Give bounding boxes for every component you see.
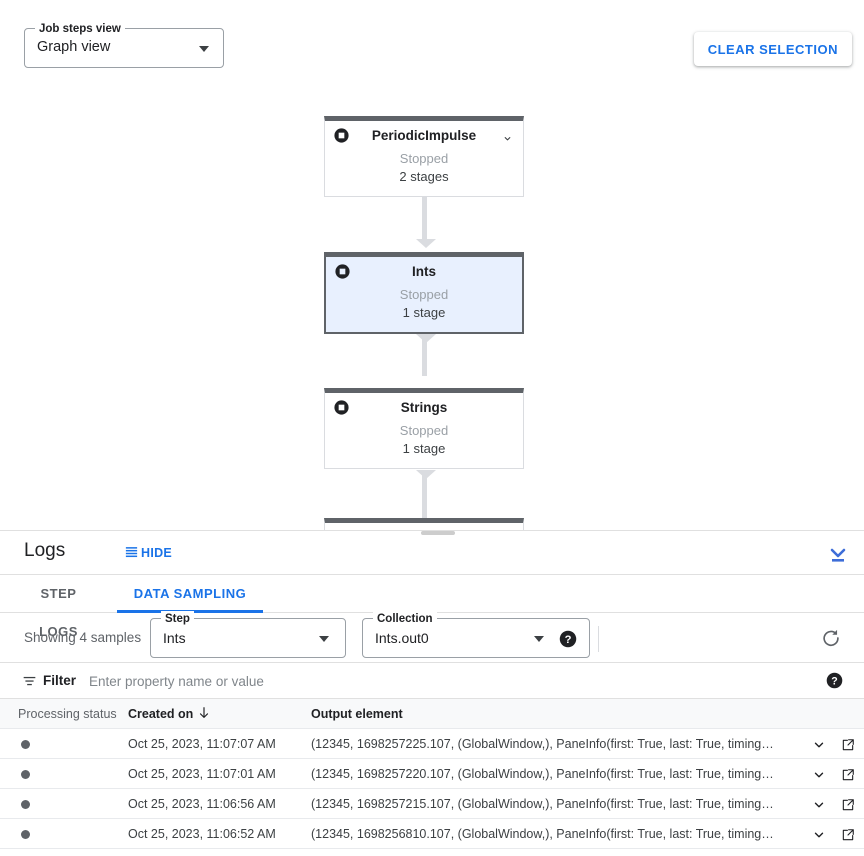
graph-node-stages: 1 stage bbox=[402, 441, 446, 456]
cell-created-on: Oct 25, 2023, 11:07:07 AM bbox=[128, 737, 276, 751]
status-dot bbox=[21, 800, 30, 809]
job-steps-view-value: Graph view bbox=[37, 39, 111, 55]
status-dot bbox=[21, 770, 30, 779]
panel-divider bbox=[0, 530, 864, 531]
panel-resize-handle[interactable] bbox=[421, 531, 455, 535]
open-in-new-icon[interactable] bbox=[841, 798, 855, 812]
graph-edge bbox=[421, 197, 427, 241]
job-steps-view-label: Job steps view bbox=[35, 21, 125, 37]
chevron-down-icon bbox=[534, 636, 544, 642]
graph-node-stages: 1 stage bbox=[402, 305, 446, 320]
logs-tabs: STEP LOGS DATA SAMPLING bbox=[0, 575, 864, 639]
table-row[interactable]: Oct 25, 2023, 11:06:52 AM (12345, 169825… bbox=[0, 819, 864, 849]
chevron-down-icon[interactable] bbox=[812, 768, 826, 782]
collection-select-value: Ints.out0 bbox=[375, 630, 429, 646]
step-select-label: Step bbox=[161, 611, 194, 627]
collapse-panel-button[interactable] bbox=[826, 542, 850, 566]
table-header-row: Processing status Created on Output elem… bbox=[0, 699, 864, 729]
graph-edge-arrow-icon bbox=[416, 334, 436, 343]
vertical-align-bottom-icon bbox=[826, 548, 850, 570]
job-steps-view-select[interactable]: Job steps view Graph view bbox=[24, 21, 224, 68]
help-icon[interactable]: ? bbox=[826, 672, 843, 689]
cell-output-element: (12345, 1698257225.107, (GlobalWindow,),… bbox=[311, 737, 774, 751]
graph-node-status: Stopped bbox=[399, 423, 449, 438]
graph-node-header: Strings bbox=[325, 393, 523, 423]
hide-logs-label: HIDE bbox=[141, 546, 173, 560]
column-header-output-element[interactable]: Output element bbox=[311, 707, 403, 721]
collection-select-label: Collection bbox=[373, 611, 437, 627]
stop-icon bbox=[333, 127, 350, 144]
samples-table: Processing status Created on Output elem… bbox=[0, 699, 864, 849]
step-select[interactable]: Step Ints bbox=[150, 611, 346, 658]
graph-node-stages: 2 stages bbox=[399, 169, 449, 184]
filter-input[interactable] bbox=[87, 671, 787, 691]
graph-edge bbox=[421, 334, 427, 376]
status-dot bbox=[21, 830, 30, 839]
filter-label: Filter bbox=[43, 673, 77, 688]
open-in-new-icon[interactable] bbox=[841, 738, 855, 752]
chevron-down-icon[interactable] bbox=[502, 131, 513, 142]
column-header-created-on[interactable]: Created on bbox=[128, 707, 194, 721]
table-row[interactable]: Oct 25, 2023, 11:06:56 AM (12345, 169825… bbox=[0, 789, 864, 819]
refresh-icon bbox=[820, 629, 842, 653]
table-row[interactable]: Oct 25, 2023, 11:07:01 AM (12345, 169825… bbox=[0, 759, 864, 789]
sampling-controls: Showing 4 samples Step Ints Collection I… bbox=[0, 611, 864, 663]
graph-node-header: Ints bbox=[326, 257, 522, 287]
graph-edge bbox=[421, 470, 427, 518]
column-header-processing-status[interactable]: Processing status bbox=[18, 707, 117, 721]
hide-logs-button[interactable]: HIDE bbox=[124, 544, 172, 562]
logs-panel: Logs HIDE STEP LOGS DATA SAMP bbox=[0, 531, 864, 856]
graph-node-title: PeriodicImpulse bbox=[371, 128, 477, 143]
cell-output-element: (12345, 1698256810.107, (GlobalWindow,),… bbox=[311, 827, 774, 841]
graph-node-title: Strings bbox=[400, 400, 448, 415]
menu-lines-icon bbox=[124, 544, 139, 562]
cell-output-element: (12345, 1698257215.107, (GlobalWindow,),… bbox=[311, 797, 774, 811]
tab-data-sampling[interactable]: DATA SAMPLING bbox=[117, 575, 263, 613]
chevron-down-icon[interactable] bbox=[812, 738, 826, 752]
controls-divider bbox=[598, 626, 599, 652]
logs-header: Logs HIDE bbox=[0, 531, 864, 575]
cell-created-on: Oct 25, 2023, 11:06:52 AM bbox=[128, 827, 276, 841]
open-in-new-icon[interactable] bbox=[841, 828, 855, 842]
table-row[interactable]: Oct 25, 2023, 11:07:07 AM (12345, 169825… bbox=[0, 729, 864, 759]
collection-select[interactable]: Collection Ints.out0 ? bbox=[362, 611, 590, 658]
clear-selection-button[interactable]: CLEAR SELECTION bbox=[693, 32, 852, 66]
graph-node-strings[interactable]: Strings Stopped 1 stage bbox=[324, 388, 524, 469]
svg-text:?: ? bbox=[831, 675, 837, 687]
stop-icon bbox=[334, 263, 351, 280]
step-select-value: Ints bbox=[163, 630, 186, 646]
graph-node-ints[interactable]: Ints Stopped 1 stage bbox=[324, 252, 524, 334]
graph-node-status: Stopped bbox=[399, 287, 449, 302]
showing-samples-label: Showing 4 samples bbox=[24, 630, 142, 645]
filter-icon bbox=[22, 674, 37, 688]
graph-node-header: PeriodicImpulse bbox=[325, 121, 523, 151]
job-graph-pane: Job steps view Graph view CLEAR SELECTIO… bbox=[24, 21, 852, 531]
cell-created-on: Oct 25, 2023, 11:06:56 AM bbox=[128, 797, 276, 811]
graph-edge-arrow-icon bbox=[416, 470, 436, 479]
refresh-button[interactable] bbox=[820, 627, 842, 649]
graph-node-title: Ints bbox=[411, 264, 436, 279]
sort-descending-arrow-icon bbox=[197, 705, 211, 721]
chevron-down-icon bbox=[199, 46, 209, 52]
logs-title: Logs bbox=[24, 540, 66, 561]
filter-row: Filter ? bbox=[0, 663, 864, 699]
graph-node-periodicimpulse[interactable]: PeriodicImpulse Stopped 2 stages bbox=[324, 116, 524, 197]
cell-output-element: (12345, 1698257220.107, (GlobalWindow,),… bbox=[311, 767, 774, 781]
chevron-down-icon[interactable] bbox=[812, 798, 826, 812]
graph-node-status: Stopped bbox=[399, 151, 449, 166]
graph-edge-arrow-icon bbox=[416, 239, 436, 248]
tab-step-logs[interactable]: STEP LOGS bbox=[39, 586, 78, 639]
chevron-down-icon[interactable] bbox=[812, 828, 826, 842]
status-dot bbox=[21, 740, 30, 749]
cell-created-on: Oct 25, 2023, 11:07:01 AM bbox=[128, 767, 276, 781]
help-icon[interactable]: ? bbox=[559, 630, 577, 648]
svg-text:?: ? bbox=[565, 634, 572, 646]
stop-icon bbox=[333, 399, 350, 416]
chevron-down-icon bbox=[319, 636, 329, 642]
open-in-new-icon[interactable] bbox=[841, 768, 855, 782]
